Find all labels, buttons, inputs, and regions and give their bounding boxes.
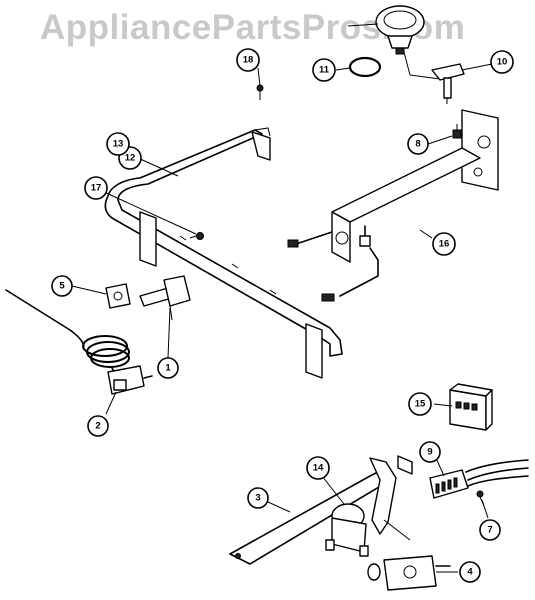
callout-10-label: 10 bbox=[497, 57, 508, 68]
valve-part bbox=[139, 275, 191, 321]
callout-3: 3 bbox=[247, 487, 269, 509]
callout-11-label: 11 bbox=[319, 65, 330, 76]
callout-13-label: 13 bbox=[113, 139, 124, 150]
callout-14-label: 14 bbox=[313, 463, 324, 474]
callout-13: 13 bbox=[106, 132, 130, 156]
callout-12-label: 12 bbox=[125, 153, 136, 164]
clamp-part bbox=[105, 283, 131, 309]
callout-5: 5 bbox=[51, 275, 73, 297]
callout-7-label: 7 bbox=[487, 525, 492, 536]
callout-4-label: 4 bbox=[467, 567, 473, 578]
callout-1-label: 1 bbox=[165, 363, 171, 374]
ignitor-part bbox=[431, 63, 465, 104]
bracket-tube-part bbox=[229, 455, 413, 565]
callout-18: 18 bbox=[236, 48, 260, 72]
callout-18-label: 18 bbox=[243, 55, 254, 66]
callout-15: 15 bbox=[408, 392, 432, 416]
callout-8-label: 8 bbox=[415, 139, 420, 150]
callout-2-label: 2 bbox=[95, 421, 100, 432]
callout-2: 2 bbox=[87, 415, 109, 437]
manifold-tube-part bbox=[104, 127, 343, 379]
spark-switch-part bbox=[429, 459, 529, 499]
callout-9: 9 bbox=[419, 441, 441, 463]
callout-14: 14 bbox=[306, 456, 330, 480]
callout-17-label: 17 bbox=[91, 183, 102, 194]
gas-valve-part bbox=[325, 503, 369, 557]
callout-17: 17 bbox=[84, 176, 108, 200]
callout-4: 4 bbox=[459, 561, 481, 583]
callout-16-label: 16 bbox=[439, 239, 450, 250]
screw-18-part bbox=[256, 84, 264, 100]
regulator-part bbox=[367, 555, 451, 591]
callout-1: 1 bbox=[157, 357, 179, 379]
callout-5-label: 5 bbox=[59, 281, 65, 292]
thermostat-part bbox=[5, 289, 153, 395]
callout-11: 11 bbox=[312, 58, 336, 82]
o-ring-part bbox=[348, 56, 382, 78]
callout-8: 8 bbox=[407, 133, 429, 155]
callout-9-label: 9 bbox=[427, 447, 432, 458]
callout-16: 16 bbox=[432, 232, 456, 256]
callout-10: 10 bbox=[490, 50, 514, 74]
callout-15-label: 15 bbox=[415, 399, 426, 410]
terminal-block-part bbox=[449, 383, 493, 431]
screw-8-part bbox=[452, 124, 462, 139]
callout-3-label: 3 bbox=[255, 493, 260, 504]
leader-lines bbox=[71, 23, 493, 573]
callout-7: 7 bbox=[479, 519, 501, 541]
screw-17-part bbox=[189, 232, 204, 240]
burner-bracket-part bbox=[287, 109, 499, 302]
